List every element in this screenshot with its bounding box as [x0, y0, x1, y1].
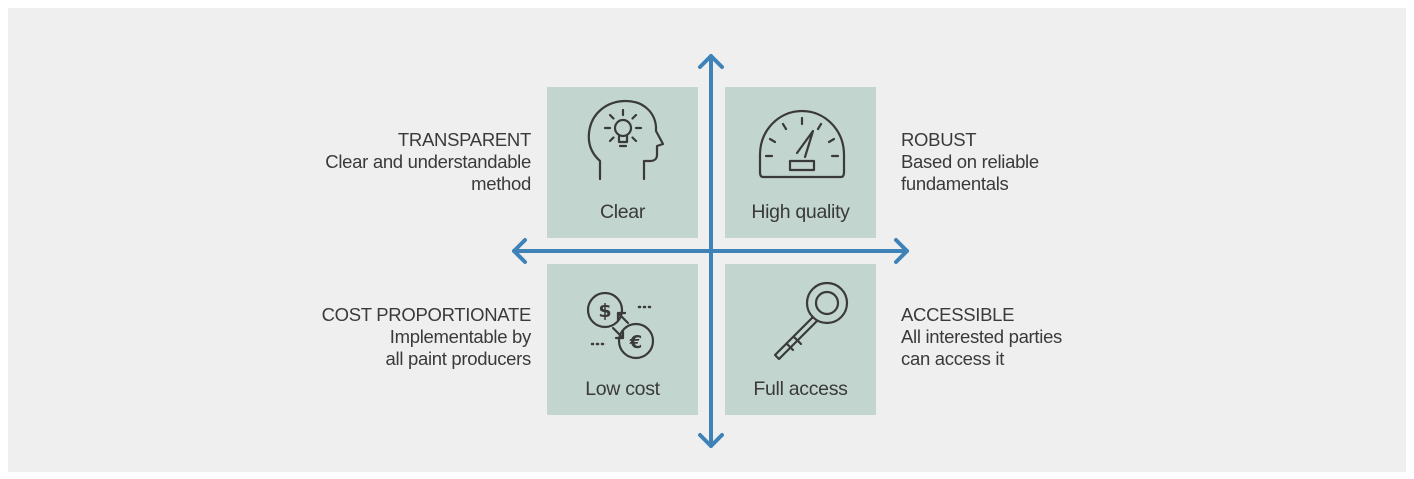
desc-transparent-heading: TRANSPARENT: [397, 129, 531, 150]
arrowhead-right: [894, 238, 909, 264]
desc-cost-line1: Implementable by: [389, 326, 532, 347]
desc-accessible-line2: can access it: [901, 348, 1005, 369]
currency-exchange-icon: $ €: [547, 264, 698, 364]
key-icon: [725, 264, 876, 364]
desc-transparent-line1: Clear and understandable: [325, 151, 531, 172]
desc-cost-line2: all paint producers: [385, 348, 532, 369]
desc-robust-heading: ROBUST: [901, 129, 977, 150]
arrowhead-left: [512, 238, 527, 264]
head-lightbulb-icon: [547, 87, 698, 187]
desc-transparent: TRANSPARENT Clear and understandable met…: [325, 129, 531, 195]
svg-text:€: €: [629, 332, 643, 353]
svg-text:$: $: [598, 300, 611, 322]
quadrant-label-full-access: Full access: [753, 378, 848, 400]
desc-robust-line1: Based on reliable: [901, 151, 1039, 172]
speedometer-icon: [725, 87, 876, 187]
desc-transparent-line2: method: [471, 173, 531, 194]
desc-robust-line2: fundamentals: [901, 173, 1009, 194]
quadrant-low-cost: $ € Low cost: [547, 264, 698, 415]
quadrant-high-quality: High quality: [725, 87, 876, 238]
desc-cost-heading: COST PROPORTIONATE: [321, 304, 532, 325]
desc-accessible-line1: All interested parties: [901, 326, 1063, 347]
desc-accessible-heading: ACCESSIBLE: [901, 304, 1015, 325]
desc-cost: COST PROPORTIONATE Implementable by all …: [321, 304, 532, 370]
quadrant-label-clear: Clear: [599, 201, 646, 223]
quadrant-clear: Clear: [547, 87, 698, 238]
diagram-panel: [8, 8, 1406, 472]
desc-accessible: ACCESSIBLE All interested parties can ac…: [901, 304, 1062, 370]
quadrant-label-high-quality: High quality: [751, 201, 850, 223]
arrowhead-down: [698, 433, 724, 448]
desc-robust: ROBUST Based on reliable fundamentals: [901, 129, 1039, 195]
quadrant-full-access: Full access: [725, 264, 876, 415]
quadrant-label-low-cost: Low cost: [585, 378, 660, 400]
arrowhead-up: [698, 54, 724, 69]
